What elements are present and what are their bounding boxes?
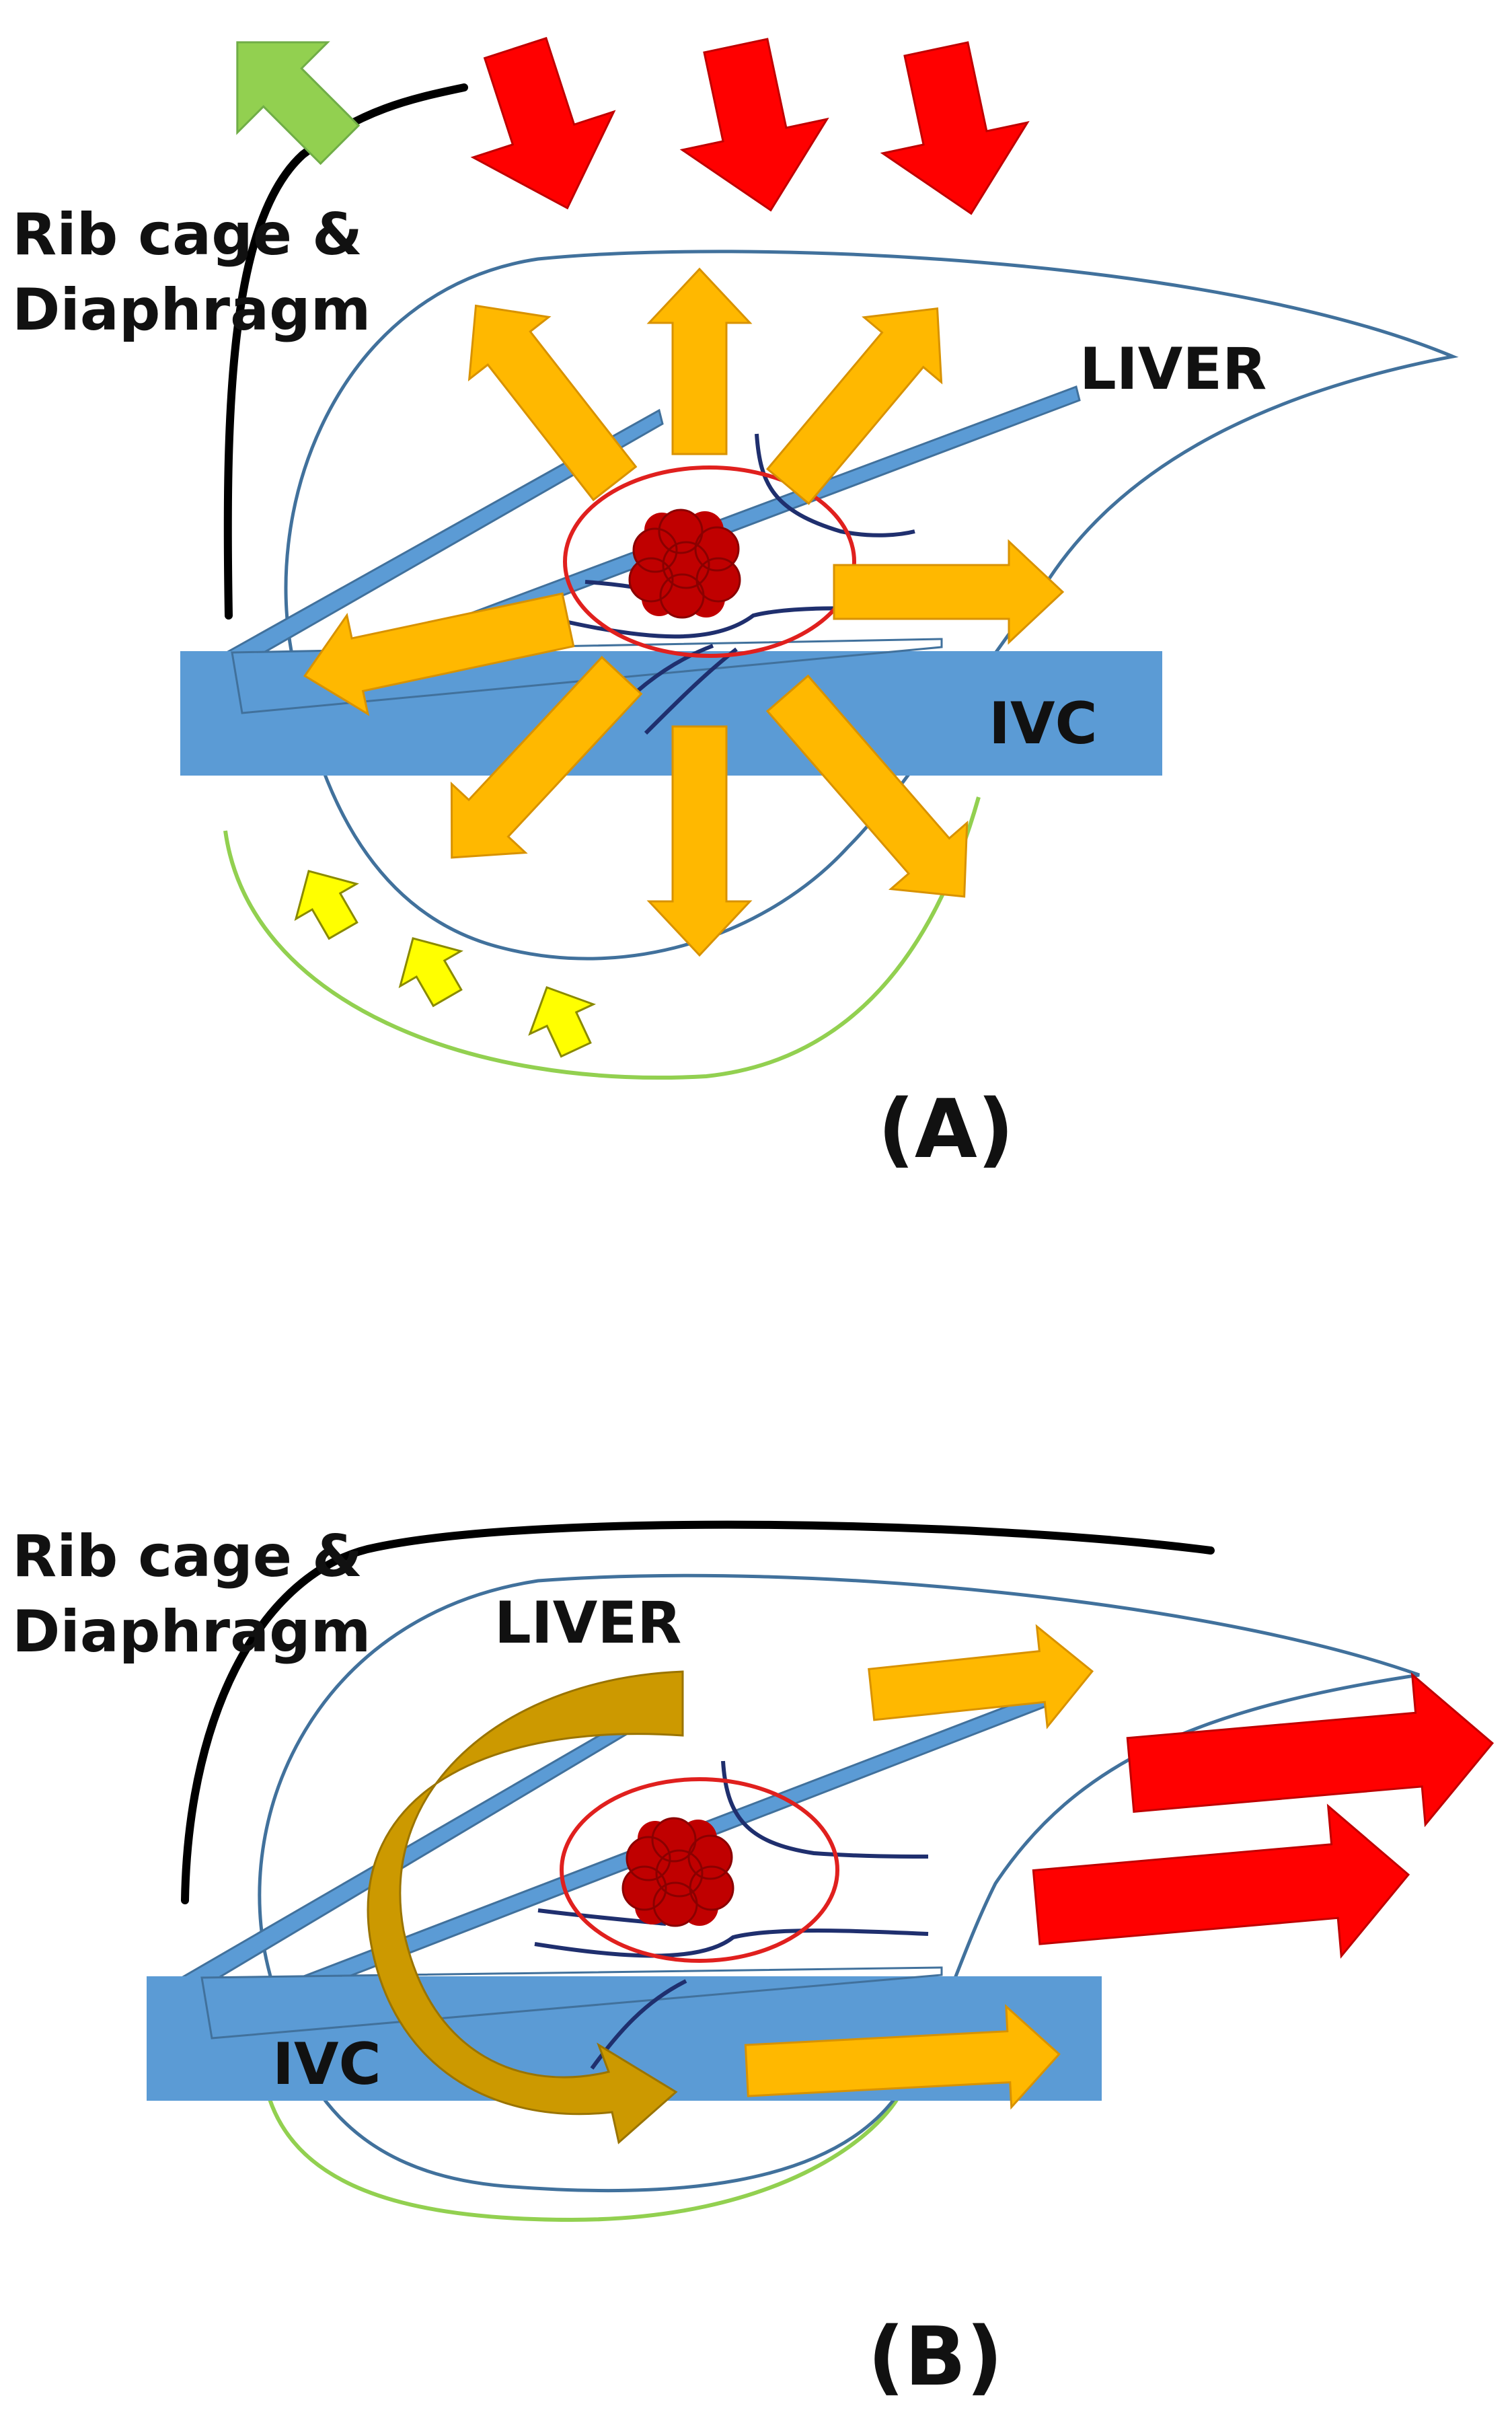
small-yellow-arrow-icon: [398, 937, 463, 1008]
curved-flow-arrow-icon: [367, 1670, 684, 2144]
ivc-label: IVC: [272, 2031, 381, 2098]
red-pressure-arrow-icon: [1032, 1803, 1410, 1959]
orange-expansion-arrow-icon: [467, 304, 638, 502]
orange-expansion-arrow-icon: [765, 674, 969, 898]
tumor-ring: [563, 465, 856, 658]
liver-outline: [284, 250, 1459, 961]
vessel-line: [644, 647, 738, 735]
vessel-line: [721, 1760, 929, 1859]
panel-a: Rib cage & Diaphragm LIVER IVC (A): [12, 36, 1459, 1176]
rib-cage-label: Rib cage &: [12, 1523, 363, 1590]
rib-cage-curve: [223, 83, 468, 620]
orange-expansion-arrow-icon: [646, 725, 753, 957]
ivc-overlap: [231, 638, 943, 714]
orange-expansion-arrow-icon: [303, 592, 575, 716]
red-pressure-arrow-icon: [880, 41, 1030, 215]
liver-label: LIVER: [494, 1590, 681, 1657]
liver-label: LIVER: [1080, 336, 1267, 403]
vessel-line: [590, 1979, 687, 2070]
orange-expansion-arrow-icon: [766, 307, 943, 505]
green-expansion-arrow-icon: [236, 41, 361, 165]
rib-cage-label: Rib cage &: [12, 201, 363, 268]
rib-cage-curve: [181, 1520, 1215, 1904]
tumor-ring: [560, 1777, 839, 1963]
diaphragm-label: Diaphragm: [12, 276, 371, 344]
panel-a-label: (A): [878, 1083, 1014, 1176]
red-pressure-arrow-icon: [470, 36, 616, 210]
panel-b: Rib cage & Diaphragm LIVER IVC (B): [12, 1520, 1495, 2404]
outer-outline: [223, 796, 981, 1080]
ivc-overlap: [200, 1966, 943, 2040]
liver-outline: [258, 1573, 1420, 2193]
small-yellow-arrow-icon: [294, 870, 359, 940]
orange-expansion-arrow-icon: [450, 655, 643, 859]
orange-flow-arrow-icon: [744, 2004, 1061, 2110]
red-pressure-arrow-icon: [679, 38, 829, 212]
orange-flow-arrow-icon: [868, 1624, 1094, 1729]
outer-outline: [264, 2084, 907, 2222]
small-yellow-arrow-icon: [528, 985, 597, 1058]
vessel-line: [534, 1929, 929, 1958]
orange-expansion-arrow-icon: [833, 539, 1065, 645]
ivc-label: IVC: [989, 690, 1098, 757]
diaphragm-label: Diaphragm: [12, 1598, 371, 1666]
vessel-line: [755, 433, 915, 537]
panel-b-label: (B): [868, 2311, 1003, 2404]
orange-expansion-arrow-icon: [646, 267, 753, 455]
red-pressure-arrow-icon: [1126, 1672, 1495, 1828]
